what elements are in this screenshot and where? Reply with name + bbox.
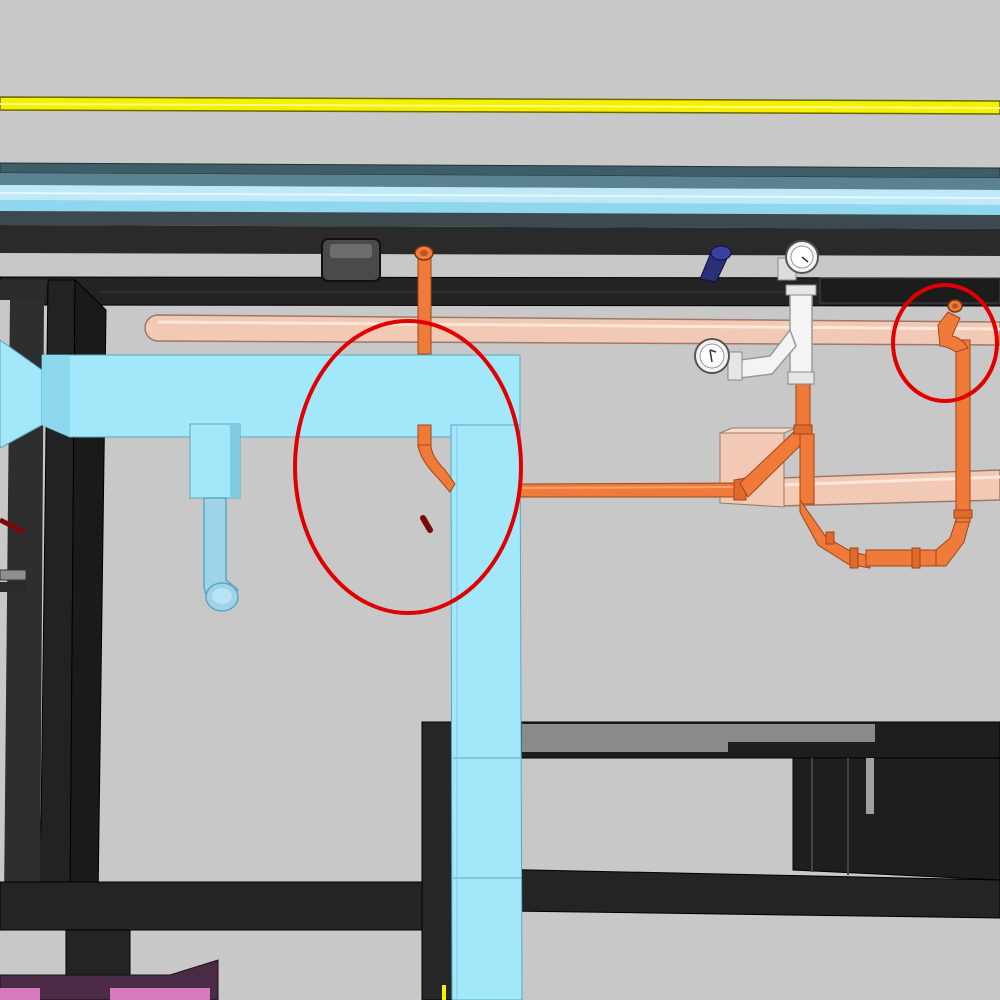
duct-drop[interactable]: [189, 423, 241, 499]
magenta-equipment[interactable]: [0, 959, 219, 1000]
gas-line[interactable]: [0, 96, 1000, 115]
grey-element-left: [0, 569, 27, 592]
red-pipe-fragment[interactable]: [420, 515, 433, 533]
orange-pipe-main-run[interactable]: [519, 373, 813, 501]
structural-beam-bottom: [0, 867, 1000, 931]
pressure-gauge-icon: [801, 256, 809, 263]
red-pipe-stub-left[interactable]: [0, 517, 26, 535]
issue-circle-right[interactable]: [891, 283, 999, 403]
rect-duct-stub[interactable]: [321, 238, 381, 282]
structural-beam-top: [0, 276, 1000, 307]
flex-duct[interactable]: [203, 497, 240, 612]
cable-tray[interactable]: [0, 162, 1000, 256]
orange-pipe-drop-left[interactable]: [414, 245, 456, 493]
gauge-left[interactable]: [694, 338, 730, 374]
orange-pipe-elbow-right[interactable]: [937, 299, 969, 353]
air-duct-main[interactable]: [41, 354, 523, 1000]
navy-pipe-stub[interactable]: [699, 245, 732, 283]
white-wye-fitting[interactable]: [727, 257, 817, 385]
pressure-gauge-icon: [709, 349, 713, 363]
orange-pipe-loop[interactable]: [799, 339, 973, 569]
issue-circle-main[interactable]: [293, 319, 523, 615]
gauge-top[interactable]: [785, 240, 819, 274]
